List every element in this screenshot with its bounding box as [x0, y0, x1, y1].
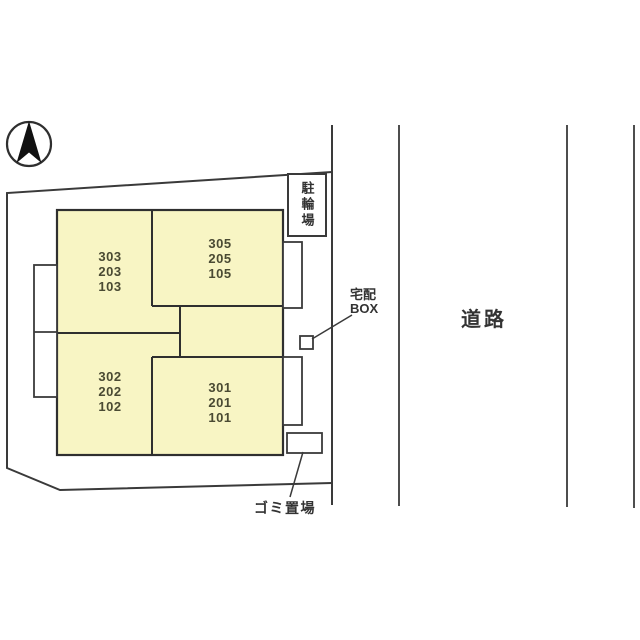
road-label: 道路: [461, 309, 507, 331]
delivery-box-label-line1: 宅配: [350, 287, 377, 302]
bicycle-parking-label: 駐輪場: [299, 181, 315, 229]
garbage-area-label: ゴミ置場: [254, 500, 316, 516]
room-number: 302: [98, 369, 122, 384]
porch-lower-right: [282, 356, 303, 426]
bicycle-parking-box: 駐輪場: [287, 173, 327, 237]
room-number: 303: [98, 249, 122, 264]
delivery-box-label: 宅配 BOX: [350, 288, 378, 316]
garbage-station: [286, 432, 323, 454]
delivery-box: [299, 335, 314, 350]
unit-303-label: 303 203 103: [80, 249, 140, 294]
porch-upper-right: [282, 241, 303, 309]
balcony-left: [33, 264, 58, 398]
room-number: 101: [208, 410, 232, 425]
north-arrow-icon: [5, 120, 53, 168]
plot-boundary: [6, 171, 333, 492]
room-number: 103: [98, 279, 122, 294]
unit-dividers: [57, 210, 283, 455]
room-number: 305: [208, 236, 232, 251]
room-number: 102: [98, 399, 122, 414]
unit-302-label: 302 202 102: [80, 369, 140, 414]
unit-305-label: 305 205 105: [190, 236, 250, 281]
room-number: 105: [208, 266, 232, 281]
room-number: 202: [98, 384, 122, 399]
room-number: 203: [98, 264, 122, 279]
delivery-box-label-line2: BOX: [350, 301, 379, 316]
garbage-leader-line: [289, 451, 304, 498]
unit-301-label: 301 201 101: [190, 380, 250, 425]
room-number: 201: [208, 395, 232, 410]
room-number: 301: [208, 380, 232, 395]
room-number: 205: [208, 251, 232, 266]
delivery-box-leader-line: [311, 314, 353, 340]
